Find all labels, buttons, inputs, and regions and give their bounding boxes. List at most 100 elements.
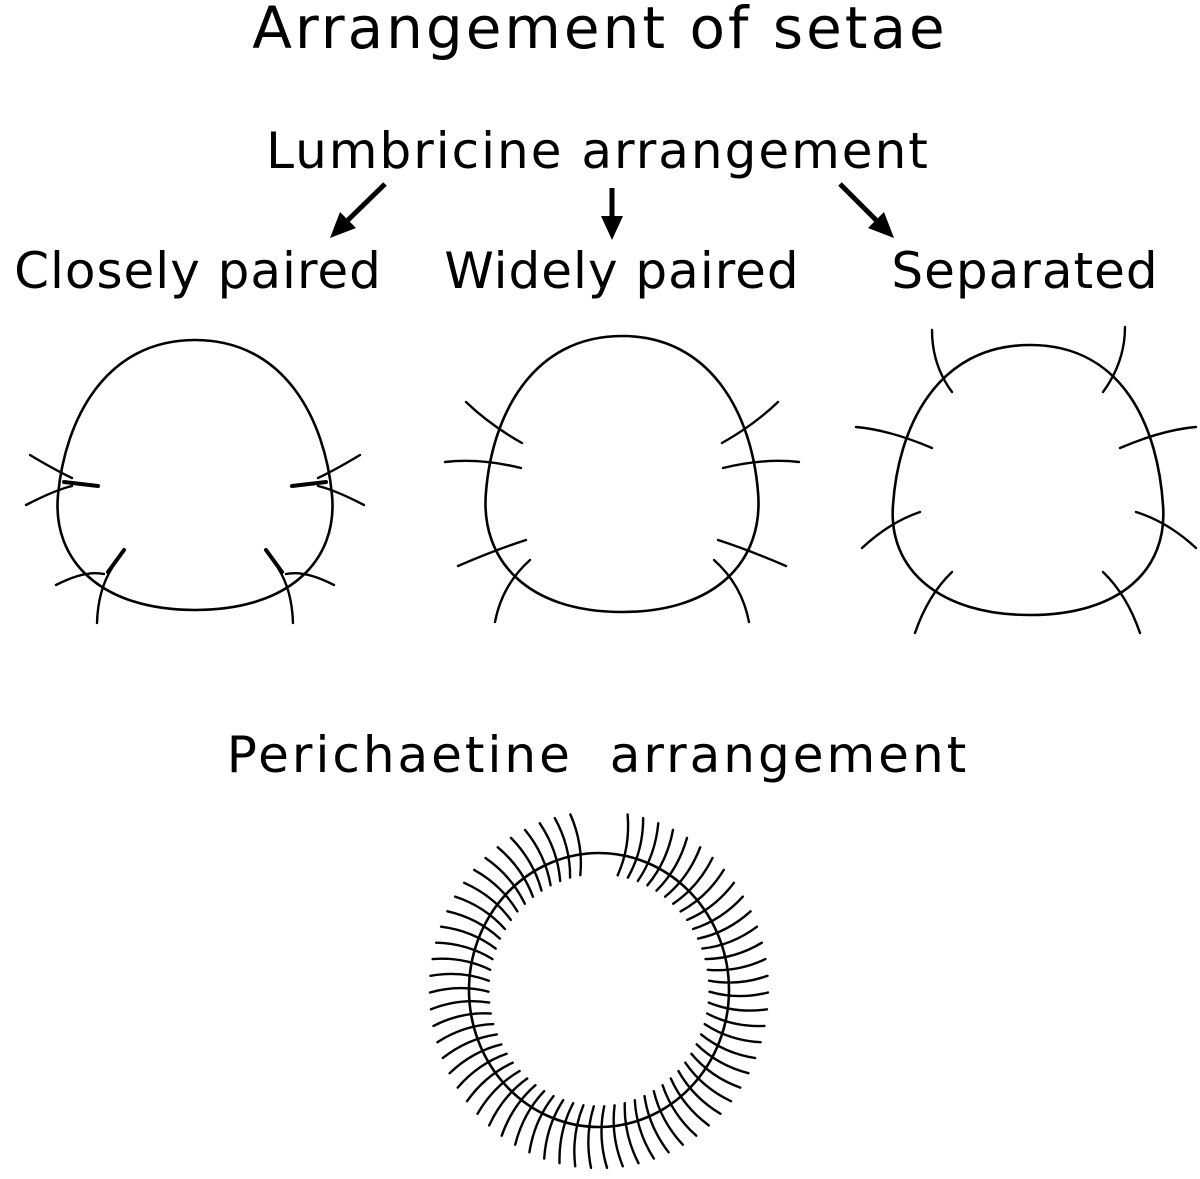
seta (543, 1099, 565, 1160)
seta (708, 990, 770, 998)
seta (432, 1012, 492, 1028)
seta (696, 910, 752, 940)
seta (453, 895, 507, 931)
seta (443, 459, 523, 470)
seta (462, 881, 512, 922)
seta (456, 1052, 508, 1089)
seta (493, 558, 532, 624)
seta (669, 1077, 710, 1127)
seta (703, 1022, 762, 1044)
cross-section-perichaetine (428, 813, 770, 1170)
seta (860, 510, 922, 550)
seta (612, 1104, 624, 1168)
seta (1134, 510, 1198, 550)
seta (636, 822, 660, 883)
seta (721, 459, 801, 470)
seta (663, 846, 702, 898)
seta (690, 1052, 742, 1089)
body-outline (467, 851, 731, 1129)
seta (488, 1077, 529, 1127)
seta (1101, 325, 1127, 394)
seta (464, 400, 524, 445)
seta (854, 425, 934, 450)
seta (276, 566, 295, 625)
seta (626, 816, 645, 879)
seta (913, 570, 954, 635)
seta (439, 925, 497, 950)
seta (264, 548, 284, 574)
seta (106, 548, 126, 574)
seta (661, 1084, 698, 1137)
seta (431, 957, 492, 971)
seta (316, 453, 362, 480)
seta (643, 1094, 670, 1154)
body-outline (56, 338, 334, 612)
seta (716, 538, 788, 568)
setae-ring (428, 813, 770, 1170)
seta (573, 1104, 585, 1168)
seta (476, 1069, 521, 1115)
seta (95, 566, 114, 625)
seta (646, 828, 675, 887)
label-widely-paired: Widely paired (444, 242, 799, 300)
seta (706, 957, 767, 972)
seta (655, 836, 689, 892)
seta (720, 400, 780, 445)
seta (54, 571, 106, 587)
seta (28, 453, 74, 480)
seta (1101, 570, 1142, 635)
setae-group (854, 325, 1198, 635)
body-outline (484, 334, 760, 614)
seta (707, 974, 769, 984)
seta (600, 1105, 609, 1170)
seta (500, 1084, 537, 1137)
seta (558, 1102, 575, 1165)
seta (473, 868, 519, 913)
seta (528, 1094, 555, 1154)
cross-section-closely-paired (24, 338, 366, 625)
seta (514, 1089, 546, 1146)
perichaetine-heading: Perichaetine arrangement (227, 726, 969, 784)
seta (434, 941, 494, 961)
seta (652, 1089, 684, 1146)
seta (1118, 425, 1198, 450)
seta (684, 1061, 733, 1103)
seta (699, 1033, 757, 1060)
seta (695, 1043, 750, 1075)
seta (24, 484, 74, 507)
seta (456, 538, 528, 568)
seta (448, 1043, 503, 1075)
seta (672, 856, 714, 905)
seta (436, 1022, 495, 1044)
seta (712, 558, 751, 624)
label-closely-paired: Closely paired (14, 242, 382, 300)
seta (441, 1033, 499, 1060)
seta (429, 972, 491, 982)
setae-group (24, 453, 366, 625)
seta (704, 941, 764, 961)
seta (538, 822, 562, 883)
setae-group (443, 400, 801, 624)
seta (553, 816, 572, 879)
seta (616, 813, 630, 877)
cross-section-widely-paired (443, 334, 801, 624)
seta (677, 1069, 722, 1115)
seta (930, 328, 954, 394)
arrow-to-separated (838, 182, 894, 238)
arrow-to-closely-paired (330, 182, 387, 238)
seta (707, 1001, 769, 1012)
label-separated: Separated (891, 242, 1158, 300)
body-outline (891, 343, 1165, 617)
seta (316, 484, 366, 507)
lumbricine-heading: Lumbricine arrangement (266, 122, 930, 180)
seta (290, 480, 328, 488)
seta (679, 868, 725, 913)
seta (62, 480, 100, 488)
seta (428, 986, 490, 994)
seta (686, 881, 736, 922)
seta (446, 910, 502, 940)
seta (587, 1105, 595, 1170)
seta (706, 1012, 766, 1028)
